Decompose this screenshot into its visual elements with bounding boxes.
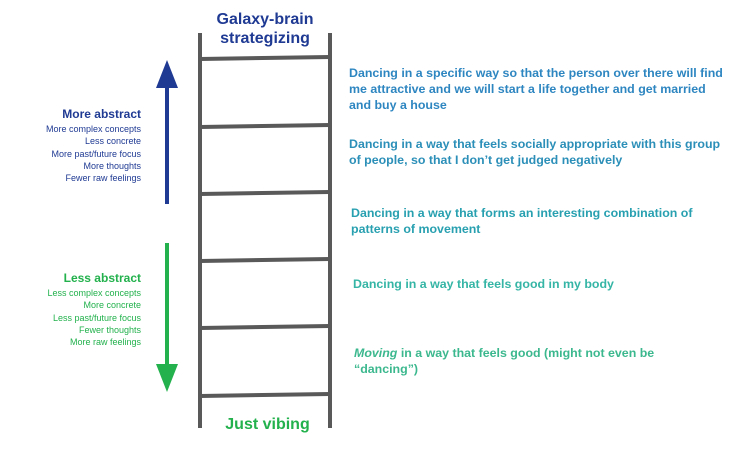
concrete-legend: Less abstract Less complex concepts More…	[10, 271, 141, 348]
ladder-bottom-label: Just vibing	[225, 416, 310, 433]
ladder-rung	[199, 55, 331, 61]
ladder-rung	[199, 190, 331, 196]
ladder-top-label: Galaxy-brain strategizing	[216, 11, 314, 47]
concrete-line: Less complex concepts	[47, 288, 141, 298]
rung-description-1: Dancing in a specific way so that the pe…	[349, 66, 723, 112]
abstract-heading: More abstract	[62, 107, 141, 121]
ladder-rung	[199, 392, 331, 398]
rung-5-italic: Moving	[354, 346, 398, 360]
concrete-line: Less past/future focus	[52, 312, 141, 323]
abstract-line: Fewer raw feelings	[65, 173, 141, 184]
rung-description-2: Dancing in a way that feels socially app…	[349, 137, 721, 167]
concrete-line: Fewer thoughts	[78, 324, 141, 335]
abstract-legend: More abstract More complex concepts Less…	[10, 107, 141, 184]
ladder-rung	[199, 257, 331, 263]
arrow-up-icon	[156, 60, 178, 204]
ladder-rung	[199, 324, 331, 330]
abstract-line: More complex concepts	[45, 124, 141, 134]
concrete-line: More raw feelings	[69, 337, 141, 348]
rung-description-4: Dancing in a way that feels good in my b…	[353, 277, 614, 291]
rung-description-3: Dancing in a way that forms an interesti…	[351, 206, 693, 236]
concrete-heading: Less abstract	[63, 271, 141, 285]
abstract-line: Less concrete	[84, 136, 141, 147]
ladder-rung	[199, 123, 331, 129]
rung-5-rest: in a way that feels good (might not even…	[354, 346, 655, 376]
concrete-line: More concrete	[83, 300, 141, 311]
abstract-line: More past/future focus	[51, 148, 141, 159]
arrow-down-icon	[156, 243, 178, 392]
abstract-line: More thoughts	[83, 160, 141, 171]
rung-description-5: Moving in a way that feels good (might n…	[354, 345, 709, 377]
